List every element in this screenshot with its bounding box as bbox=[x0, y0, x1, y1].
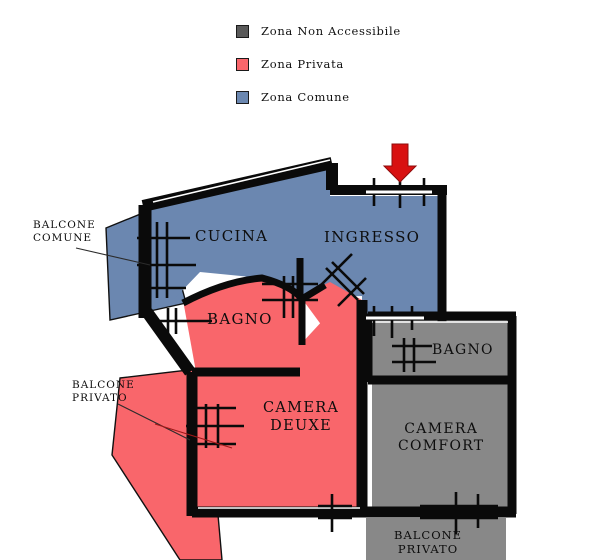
entrance-arrow bbox=[382, 143, 418, 183]
legend-swatch-non-accessibile bbox=[236, 24, 249, 38]
zone-camera-deuxe bbox=[196, 318, 362, 512]
legend-item-comune: Zona Comune bbox=[236, 84, 566, 110]
zone-ingresso bbox=[330, 196, 441, 318]
zone-bagno-privato bbox=[183, 278, 300, 372]
opening-marks bbox=[137, 174, 498, 534]
legend-item-non-accessibile: Zona Non Accessibile bbox=[236, 18, 566, 44]
zone-camera-comfort bbox=[372, 380, 512, 512]
balcony-gap-white bbox=[312, 518, 364, 560]
legend-label-comune: Zona Comune bbox=[261, 90, 350, 104]
walls bbox=[138, 157, 517, 518]
legend-label-privata: Zona Privata bbox=[261, 57, 344, 71]
legend-label-non-accessibile: Zona Non Accessibile bbox=[261, 24, 401, 38]
legend: Zona Non Accessibile Zona Privata Zona C… bbox=[236, 18, 566, 117]
leader-balcone-comune bbox=[75, 247, 151, 266]
leader-balcone-privato bbox=[117, 403, 191, 441]
legend-swatch-comune bbox=[236, 90, 249, 104]
leader-balcone-privato-red bbox=[154, 423, 233, 449]
zone-balcone-bottom bbox=[366, 518, 506, 560]
zone-bagno-comfort bbox=[372, 318, 512, 380]
legend-swatch-privata bbox=[236, 57, 249, 71]
zone-cucina bbox=[147, 168, 362, 300]
legend-item-privata: Zona Privata bbox=[236, 51, 566, 77]
callout-leaders bbox=[75, 247, 191, 441]
